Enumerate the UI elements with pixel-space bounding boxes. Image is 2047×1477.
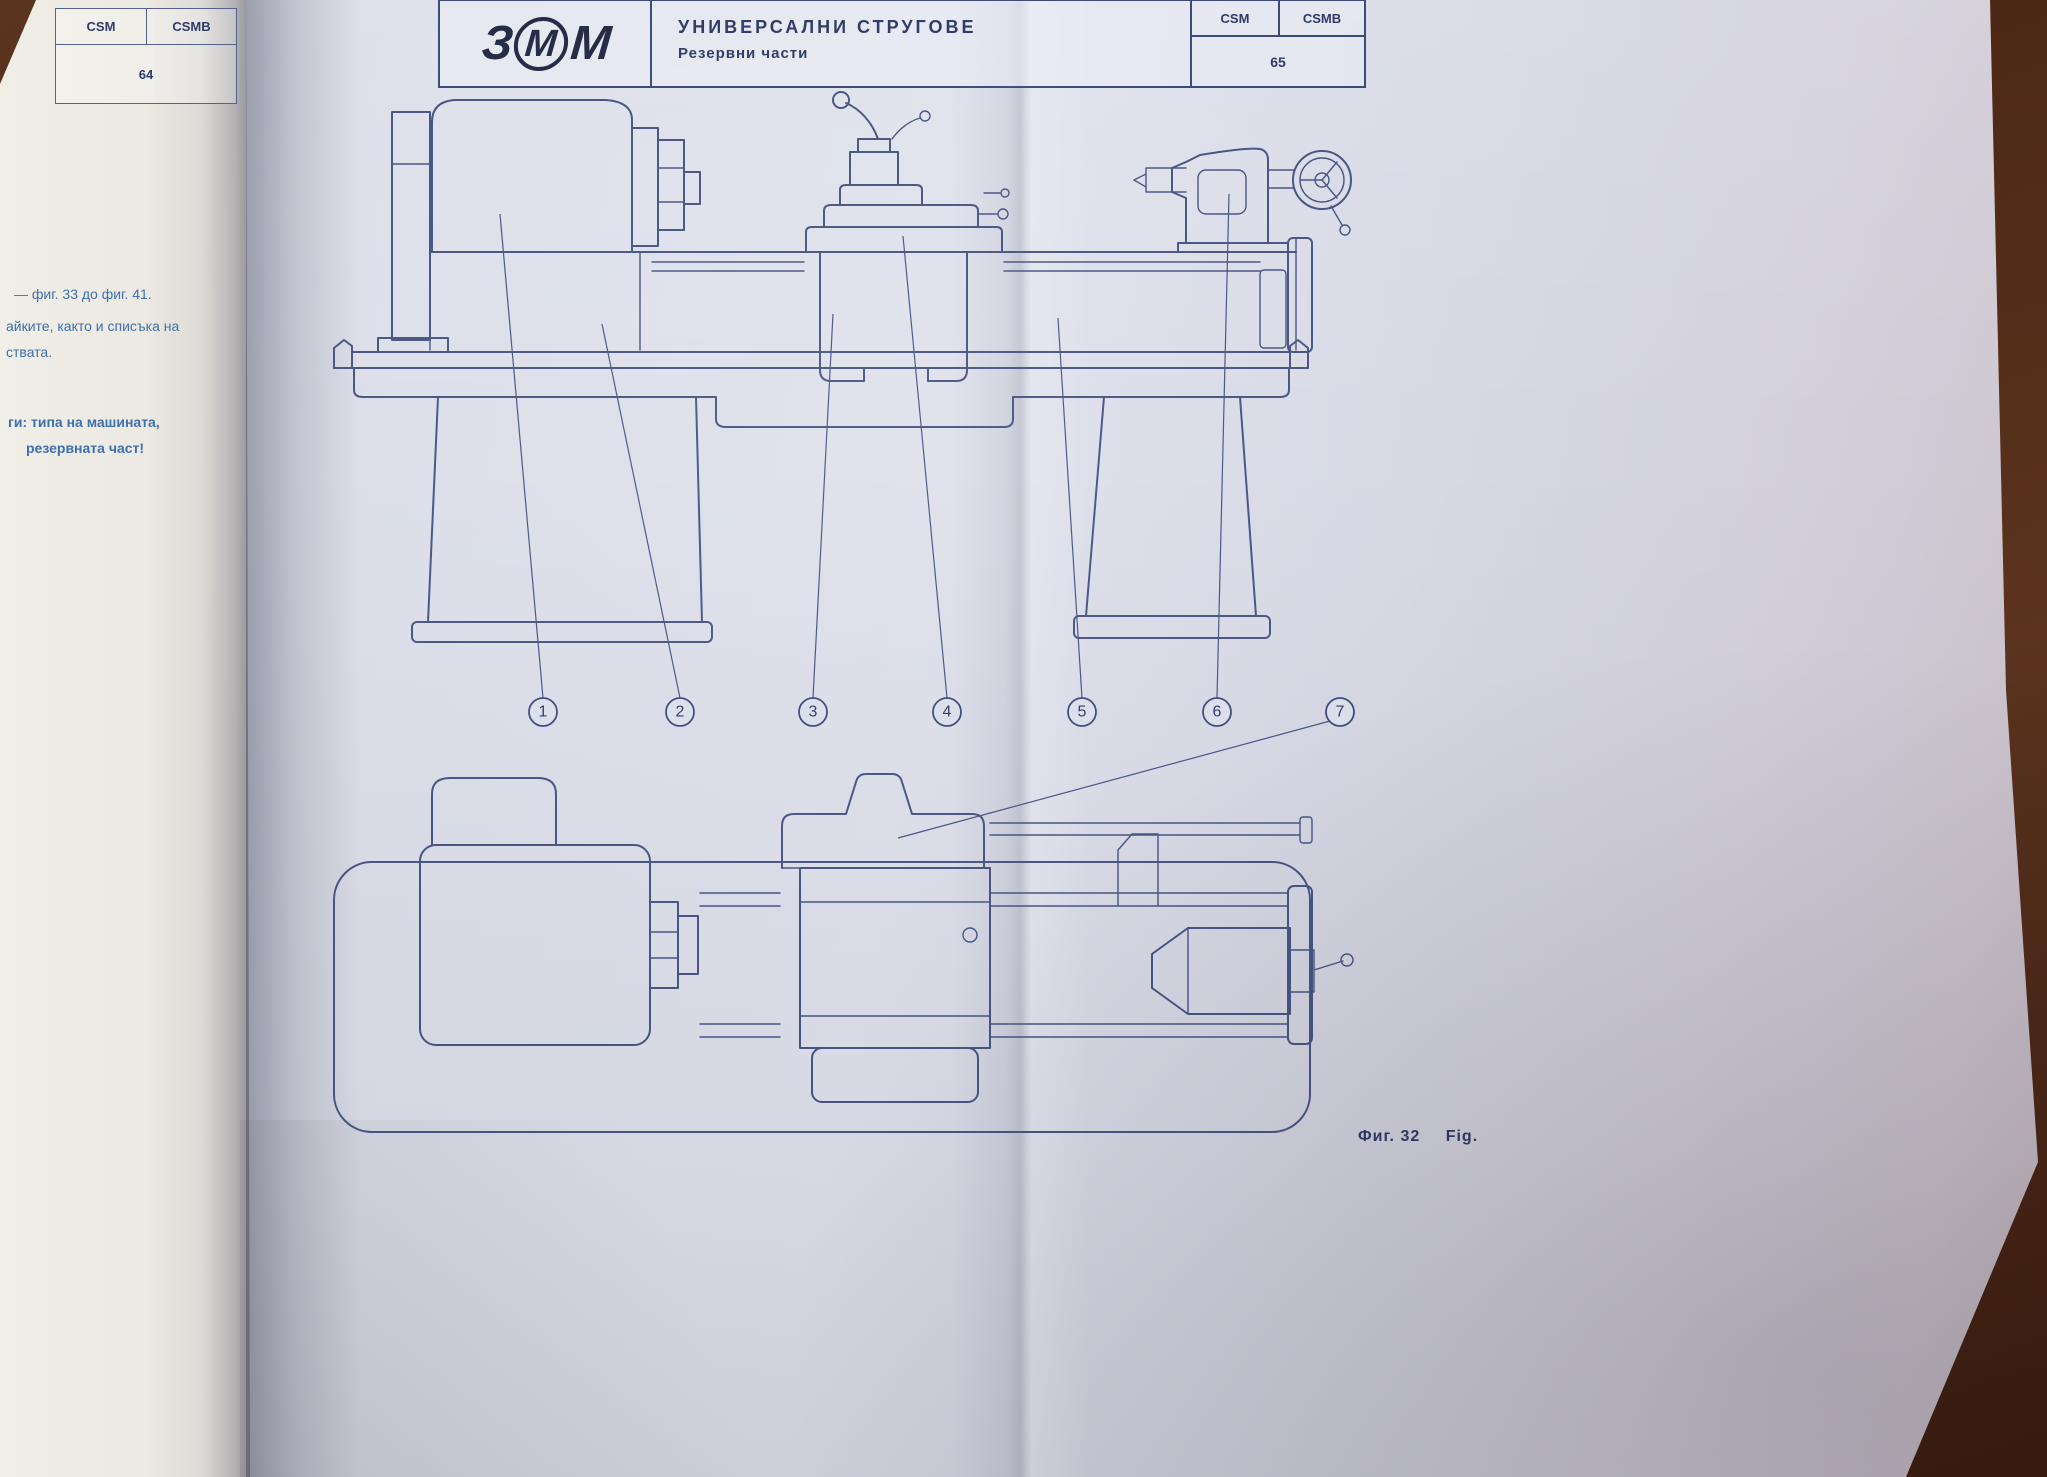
figure-label-latin: Fig.: [1445, 1128, 1479, 1145]
header-cell-csm: CSM: [1220, 10, 1250, 26]
left-table-header-row: CSM CSMB: [56, 9, 236, 45]
left-page-number: 64: [138, 66, 154, 82]
logo-letter-circled: М: [511, 16, 570, 71]
header-model-table: CSM CSMB 65: [1190, 1, 1364, 86]
left-page: CSM CSMB 64 — фиг. 33 до фиг. 41. айките…: [0, 0, 252, 1477]
zmm-logo-mark: З М М: [479, 16, 611, 71]
page-title: УНИВЕРСАЛНИ СТРУГОВЕ: [678, 17, 977, 37]
left-page-header-table: CSM CSMB 64: [55, 8, 237, 104]
left-text-fragment: ги: типа на машината,: [8, 414, 160, 430]
left-table-cell-csm: CSM: [86, 19, 116, 34]
left-text-fragment: резервната част!: [26, 440, 145, 456]
figure-label-bg: Фиг. 32: [1358, 1128, 1421, 1145]
left-text-fragment: — фиг. 33 до фиг. 41.: [14, 286, 152, 302]
header-title-block: УНИВЕРСАЛНИ СТРУГОВЕ Резервни части: [652, 1, 1190, 86]
main-page-number: 65: [1270, 53, 1286, 70]
header-table-row: CSM CSMB: [1192, 1, 1364, 37]
left-text-fragment: айките, както и списъка на: [6, 318, 180, 334]
figure-caption: Фиг. 32 Fig.: [1358, 1128, 1478, 1146]
page-subtitle: Резервни части: [678, 45, 809, 62]
header-cell-csmb: CSMB: [1278, 1, 1364, 35]
zmm-logo: З М М: [440, 1, 652, 86]
page-header: З М М УНИВЕРСАЛНИ СТРУГОВЕ Резервни част…: [438, 0, 1366, 88]
logo-letter: М: [568, 16, 611, 70]
left-table-cell-csmb: CSMB: [146, 9, 236, 44]
logo-letter: З: [479, 16, 513, 70]
left-text-fragment: ствата.: [6, 344, 53, 360]
